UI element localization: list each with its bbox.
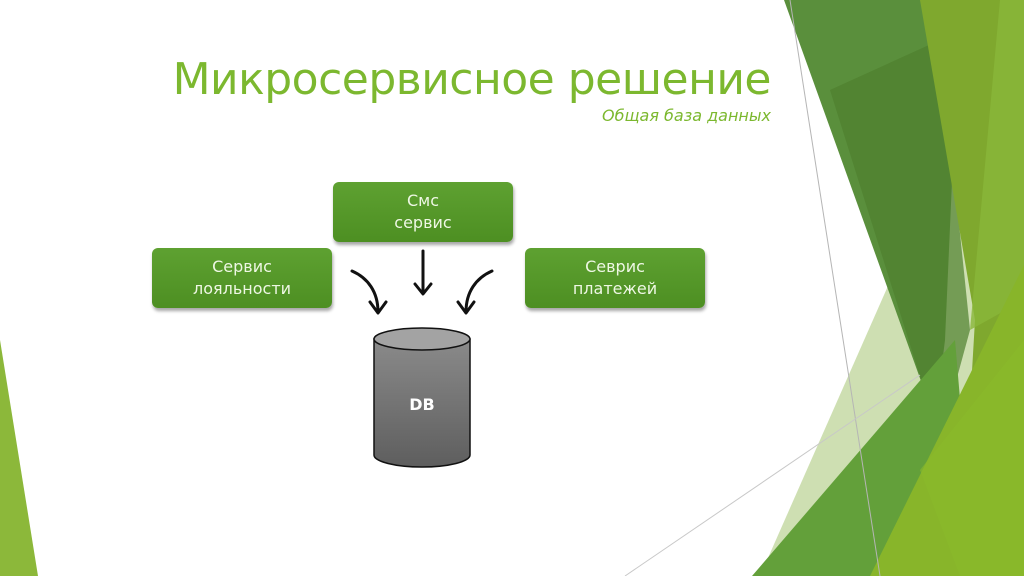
slide-subtitle: Общая база данных [601, 106, 771, 125]
database-label: DB [409, 395, 435, 414]
sms-service-box: Смс сервис [333, 182, 513, 242]
curved-arrow-right-icon [456, 269, 494, 315]
payment-service-label-line2: платежей [572, 279, 658, 298]
loyalty-service-box: Сервис лояльности [152, 248, 332, 308]
sms-service-label-line2: сервис [394, 213, 452, 232]
curved-arrow-left-icon [350, 269, 388, 315]
loyalty-service-label-line1: Сервис [212, 257, 272, 276]
payment-service-box: Севрис платежей [525, 248, 705, 308]
sms-service-label-line1: Смс [406, 191, 440, 210]
loyalty-service-label-line2: лояльности [192, 279, 292, 298]
slide-title: Микросервисное решение [172, 54, 772, 105]
payment-service-label-line1: Севрис [585, 257, 645, 276]
straight-arrow-down-icon [413, 249, 433, 296]
